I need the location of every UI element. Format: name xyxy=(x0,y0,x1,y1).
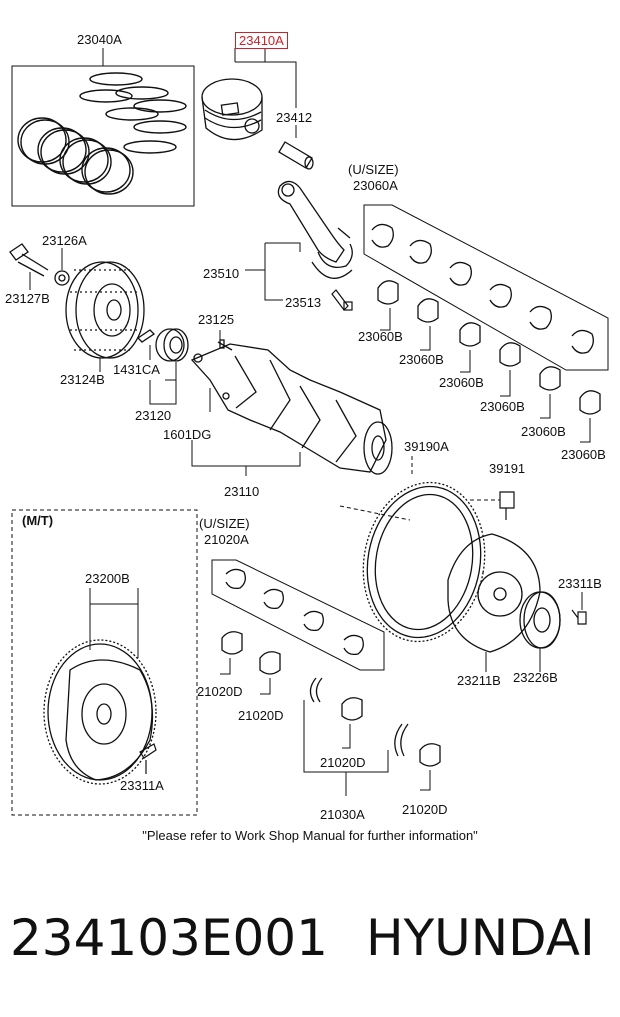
pulley-bolt xyxy=(9,243,70,286)
label-23060B-6: 23060B xyxy=(561,447,606,462)
label-23060A: 23060A xyxy=(353,178,398,193)
label-23412: 23412 xyxy=(276,110,313,125)
thrust-washers xyxy=(309,677,409,757)
label-39191: 39191 xyxy=(489,461,526,476)
piston-ring-box xyxy=(11,65,195,207)
brand-name: HYUNDAI xyxy=(366,909,595,967)
plate-bolt xyxy=(571,609,587,625)
piston-ring-set xyxy=(17,72,187,195)
label-23040A: 23040A xyxy=(77,32,122,47)
piston xyxy=(201,78,263,141)
label-23125: 23125 xyxy=(198,312,235,327)
label-23060B-5: 23060B xyxy=(521,424,566,439)
ring-gear xyxy=(362,481,486,643)
lower-bearings xyxy=(377,280,601,415)
key-and-sprocket xyxy=(136,328,233,362)
label-23124B: 23124B xyxy=(60,372,105,387)
mt-box xyxy=(11,509,198,816)
crank-pulley xyxy=(65,261,145,359)
label-23226B: 23226B xyxy=(513,670,558,685)
label-23120: 23120 xyxy=(135,408,172,423)
label-1601DG: 1601DG xyxy=(163,427,212,442)
label-23060B-3: 23060B xyxy=(439,375,484,390)
upper-bearings xyxy=(371,223,594,354)
workshop-manual-note: "Please refer to Work Shop Manual for fu… xyxy=(142,828,478,843)
label-usize-lower: (U/SIZE) xyxy=(199,516,250,531)
flywheel-bolt xyxy=(499,491,515,520)
label-23110: 23110 xyxy=(224,484,260,499)
label-23060B-2: 23060B xyxy=(399,352,444,367)
bearing-panel-upper xyxy=(363,204,609,371)
adapter-plate xyxy=(519,591,561,649)
label-23211B: 23211B xyxy=(457,673,501,688)
rod-bolt xyxy=(331,289,353,311)
label-23513: 23513 xyxy=(285,295,322,310)
bearing-panel-lower xyxy=(211,559,385,671)
label-23200B: 23200B xyxy=(85,571,130,586)
label-usize-upper: (U/SIZE) xyxy=(348,162,399,177)
label-23311B: 23311B xyxy=(558,576,602,591)
dual-mass-flywheel xyxy=(43,639,157,785)
main-lower-bearings xyxy=(221,631,441,767)
label-21020D-1: 21020D xyxy=(197,684,243,699)
label-23126A: 23126A xyxy=(42,233,87,248)
label-21020D-2: 21020D xyxy=(238,708,284,723)
label-39190A: 39190A xyxy=(404,439,449,454)
label-21030A: 21030A xyxy=(320,807,365,822)
label-23510: 23510 xyxy=(203,266,240,281)
label-23060B-1: 23060B xyxy=(358,329,403,344)
label-21020D-3: 21020D xyxy=(320,755,366,770)
part-number: 234103E001 xyxy=(10,909,328,967)
connecting-rod xyxy=(277,180,353,279)
label-23060B-4: 23060B xyxy=(480,399,525,414)
label-1431CA: 1431CA xyxy=(113,362,160,377)
label-21020A: 21020A xyxy=(204,532,249,547)
label-mt: (M/T) xyxy=(22,513,54,528)
piston-pin xyxy=(278,141,314,170)
label-23311A: 23311A xyxy=(120,778,164,793)
label-23127B: 23127B xyxy=(5,291,50,306)
label-23410A-highlighted[interactable]: 23410A xyxy=(235,32,288,49)
label-21020D-4: 21020D xyxy=(402,802,448,817)
crankshaft xyxy=(190,343,393,475)
flywheel-bolt-mt xyxy=(139,743,157,774)
main-upper-bearings xyxy=(225,568,364,656)
